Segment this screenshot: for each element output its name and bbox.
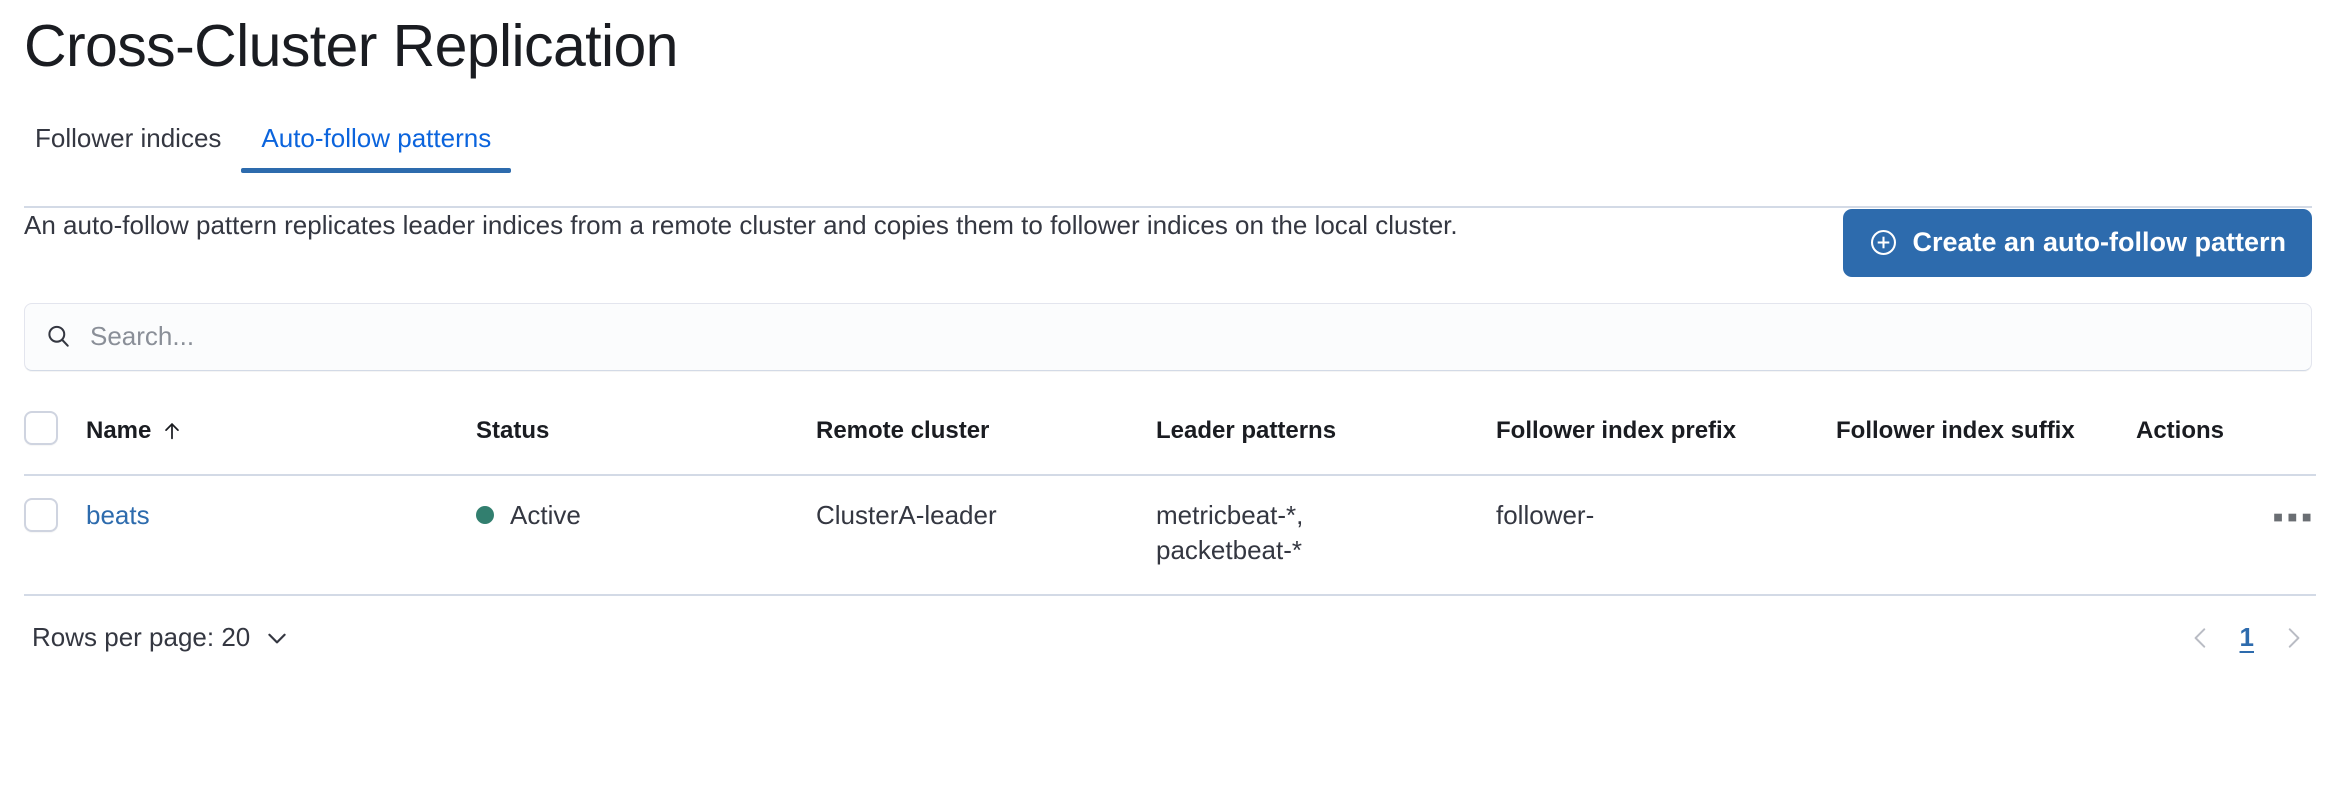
column-header-follower-index-prefix-label: Follower index prefix [1496, 417, 1737, 445]
chevron-down-icon [264, 625, 290, 651]
rows-per-page-label: Rows per page: 20 [32, 622, 251, 653]
column-header-actions-label: Actions [2136, 417, 2225, 445]
cell-status: Active [476, 474, 816, 597]
table-header-row: Name Status Remote cluster [24, 400, 2316, 476]
column-header-select-all [24, 400, 86, 476]
auto-follow-patterns-table: Name Status Remote cluster [24, 400, 2316, 597]
table-row[interactable]: beats Active ClusterA-leader metricbeat-… [24, 474, 2316, 597]
table-footer: Rows per page: 20 1 [24, 622, 2312, 653]
search-icon [45, 323, 72, 350]
create-auto-follow-pattern-button[interactable]: Create an auto-follow pattern [1843, 208, 2312, 277]
cell-name: beats [86, 474, 476, 597]
pattern-name-link[interactable]: beats [86, 499, 150, 530]
row-select-cell [24, 474, 86, 597]
column-header-status-label: Status [476, 417, 550, 445]
description-row: An auto-follow pattern replicates leader… [24, 207, 2312, 277]
page-description: An auto-follow pattern replicates leader… [24, 209, 1458, 240]
cell-follower-index-suffix [1836, 474, 2136, 597]
column-header-name[interactable]: Name [86, 400, 476, 476]
cell-leader-patterns: metricbeat-*, packetbeat-* [1156, 474, 1496, 597]
column-header-leader-patterns-label: Leader patterns [1156, 417, 1337, 445]
row-checkbox[interactable] [24, 497, 58, 532]
pagination: 1 [2188, 622, 2312, 653]
tab-follower-indices[interactable]: Follower indices [24, 125, 241, 171]
column-header-leader-patterns[interactable]: Leader patterns [1156, 400, 1496, 476]
tab-bar: Follower indices Auto-follow patterns [24, 109, 2312, 173]
column-header-follower-index-prefix[interactable]: Follower index prefix [1496, 400, 1836, 476]
chevron-left-icon[interactable] [2188, 623, 2214, 653]
column-header-follower-index-suffix-label: Follower index suffix [1836, 417, 2075, 445]
arrow-up-icon [161, 420, 183, 442]
search-bar[interactable] [24, 302, 2312, 371]
pagination-page-1[interactable]: 1 [2239, 622, 2254, 653]
tab-auto-follow-patterns[interactable]: Auto-follow patterns [241, 122, 512, 173]
leader-pattern-line: packetbeat-* [1156, 534, 1302, 565]
column-header-actions: Actions [2136, 400, 2316, 476]
column-header-remote-cluster[interactable]: Remote cluster [816, 400, 1156, 476]
status-badge: Active [510, 499, 581, 530]
chevron-right-icon[interactable] [2280, 623, 2306, 653]
search-input[interactable] [90, 303, 2291, 370]
tab-follower-indices-label: Follower indices [35, 122, 222, 153]
column-header-follower-index-suffix[interactable]: Follower index suffix [1836, 400, 2136, 476]
tab-bar-divider [24, 206, 2312, 208]
cell-follower-index-prefix: follower- [1496, 474, 1836, 597]
create-auto-follow-pattern-label: Create an auto-follow pattern [1912, 227, 2286, 258]
ellipsis-horizontal-icon[interactable] [2272, 498, 2316, 528]
status-dot-icon [476, 506, 494, 525]
leader-pattern-line: metricbeat-*, [1156, 499, 1304, 530]
plus-in-circle-icon [1869, 228, 1898, 257]
column-header-remote-cluster-label: Remote cluster [816, 417, 990, 445]
page-title: Cross-Cluster Replication [24, 13, 678, 79]
column-header-status[interactable]: Status [476, 400, 816, 476]
rows-per-page-selector[interactable]: Rows per page: 20 [24, 622, 290, 653]
cell-actions [2136, 474, 2316, 597]
tab-auto-follow-patterns-label: Auto-follow patterns [261, 122, 492, 153]
cell-remote-cluster: ClusterA-leader [816, 474, 1156, 597]
column-header-name-label: Name [86, 417, 152, 445]
select-all-checkbox[interactable] [24, 410, 58, 445]
